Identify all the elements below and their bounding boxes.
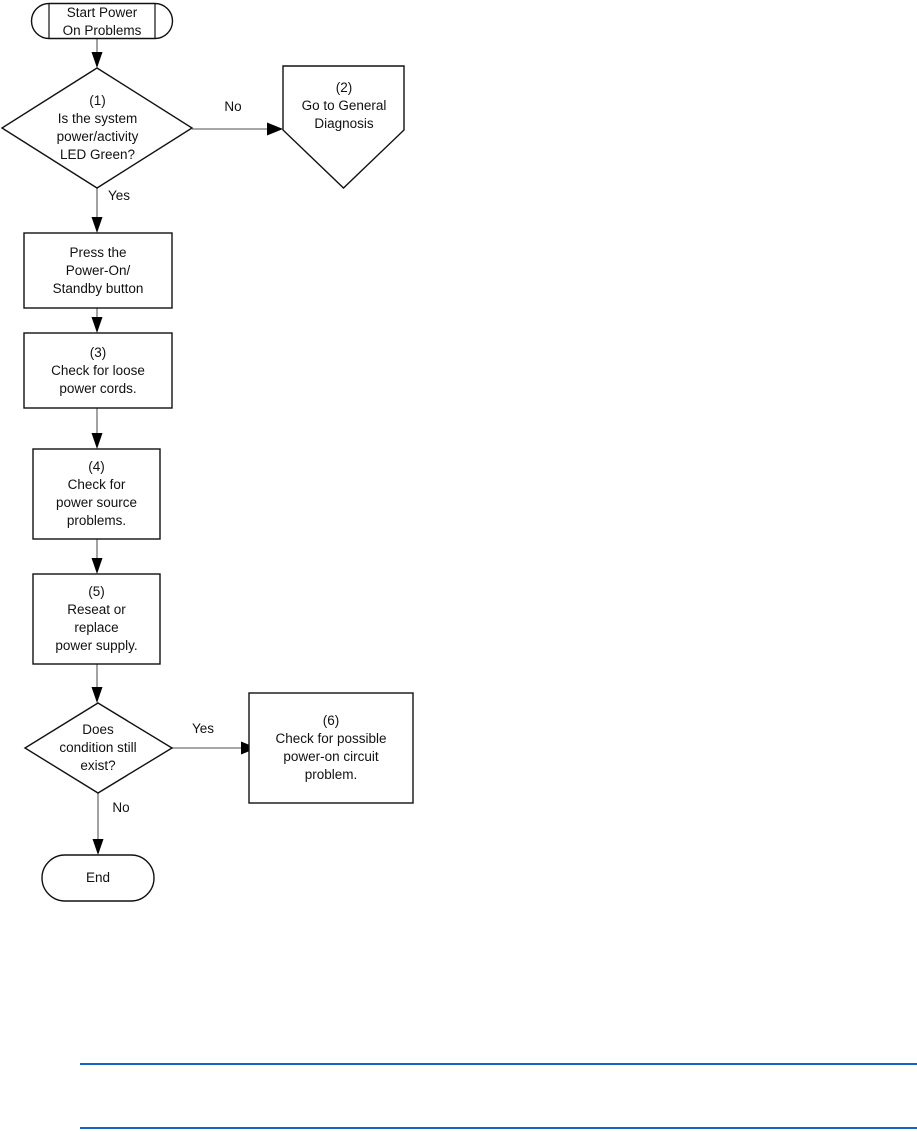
offpage-2-label: (2) Go to General Diagnosis	[301, 80, 387, 131]
process-3-label: (3) Check for loose power cords.	[51, 344, 145, 396]
start-terminator	[30, 2, 174, 40]
arrowhead-step4-to-step5	[91, 558, 103, 574]
footer-rule-top	[80, 1063, 917, 1065]
process-4-label: (4) Check for power source problems.	[55, 459, 138, 528]
arrowhead-step5-to-decision2	[91, 687, 103, 703]
arrowhead-decision1-yes	[91, 217, 103, 233]
arrowhead-decision2-no	[92, 839, 104, 855]
arrowhead-decision1-no	[267, 122, 283, 136]
decision2-yes-label: Yes	[191, 721, 215, 736]
end-label: End	[85, 870, 111, 885]
process-6-rect	[248, 692, 414, 804]
process-press-power-label: Press the Power-On/ Standby button	[52, 244, 144, 296]
decision1-label: (1) Is the system power/activity LED Gre…	[56, 93, 139, 162]
footer-rule-bottom	[80, 1127, 917, 1129]
process-4-rect	[32, 448, 161, 540]
process-6-label: (6) Check for possible power-on circuit …	[275, 713, 387, 782]
process-5-label: (5) Reseat or replace power supply.	[55, 584, 138, 653]
process-5-rect	[32, 573, 161, 665]
decision2-no-label: No	[112, 800, 130, 815]
arrowhead-step3-to-step4	[91, 433, 103, 449]
offpage-connector-2-pentagon	[282, 65, 405, 189]
start-label: Start Power On Problems	[62, 5, 142, 38]
arrowhead-start-to-decision1	[91, 52, 103, 68]
process-press-power-rect	[23, 232, 173, 309]
decision1-yes-label: Yes	[107, 188, 131, 203]
process-3-rect	[23, 332, 173, 409]
end-terminator	[41, 854, 155, 902]
decision1-no-label: No	[224, 99, 242, 114]
decision2-diamond	[23, 702, 174, 794]
arrowhead-press-to-step3	[91, 317, 103, 333]
decision1-diamond	[0, 67, 194, 189]
decision2-label: Does condition still exist?	[59, 722, 137, 773]
